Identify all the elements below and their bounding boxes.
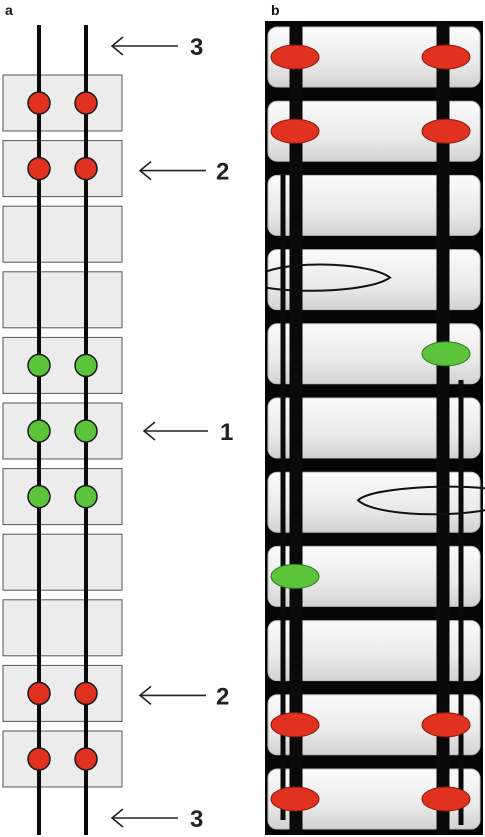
- panel-a-green-dot-left: [27, 484, 51, 509]
- panel-a-cell: [2, 468, 123, 526]
- panel-b: [265, 21, 485, 835]
- panel-b-cell: [267, 323, 481, 385]
- callout-label: 2: [216, 683, 229, 710]
- callout-label: 2: [216, 159, 229, 186]
- panel-a-green-dot-right: [74, 353, 98, 378]
- panel-b-label: b: [271, 2, 280, 18]
- callout-arrow-head: [138, 685, 152, 706]
- panel-a-green-dot-left: [27, 353, 51, 378]
- panel-a-red-dot-left: [27, 747, 51, 771]
- callout-label: 1: [220, 419, 233, 446]
- panel-b-red-marker-left: [270, 786, 320, 812]
- callout-label: 3: [190, 806, 203, 833]
- panel-a-green-dot-left: [27, 419, 51, 443]
- panel-a: 3 2 1 2 3: [2, 25, 233, 835]
- panel-a-green-dot-right: [74, 419, 98, 443]
- panel-a-cell: [2, 336, 123, 394]
- panel-b-red-marker-right: [421, 712, 471, 738]
- panel-b-open-loop-right: [356, 485, 485, 516]
- panel-a-green-dot-right: [74, 484, 98, 509]
- panel-a-cell: [2, 74, 123, 132]
- panel-a-cell: [2, 730, 123, 788]
- panel-a-red-dot-right: [74, 156, 98, 181]
- callout-arrow-head: [138, 160, 152, 181]
- panel-a-red-dot-right: [74, 681, 98, 706]
- panel-a-cell: [2, 140, 123, 198]
- panel-a-red-dot-left: [27, 681, 51, 706]
- panel-a-cell: [2, 533, 123, 591]
- panel-a-cell: [2, 664, 123, 722]
- panel-b-red-marker-left: [270, 44, 320, 70]
- panel-b-cell: [267, 26, 481, 88]
- panel-b-green-marker-left: [270, 563, 320, 589]
- panel-a-cell: [2, 402, 123, 460]
- panel-a-red-dot-left: [27, 91, 51, 115]
- panel-a-label: a: [5, 2, 13, 18]
- panel-b-cell: [267, 620, 481, 682]
- panel-b-red-marker-left: [270, 712, 320, 738]
- callout-arrow-head: [110, 808, 124, 828]
- panel-b-red-marker-right: [421, 786, 471, 812]
- panel-a-red-dot-right: [74, 747, 98, 771]
- panel-b-red-marker-right: [421, 118, 471, 144]
- panel-b-cell: [267, 397, 481, 459]
- panel-b-open-loop-left: [265, 263, 392, 292]
- callout-arrow-head: [142, 421, 156, 441]
- panel-a-cell: [2, 205, 123, 263]
- panel-b-red-marker-left: [270, 118, 320, 144]
- panel-b-cell: [267, 174, 481, 236]
- panel-a-red-dot-left: [27, 156, 51, 181]
- panel-a-red-dot-right: [74, 91, 98, 115]
- panel-b-green-marker-right: [421, 341, 471, 367]
- panel-a-cell: [2, 599, 123, 657]
- panel-b-cell: [267, 694, 481, 756]
- panel-a-cell: [2, 271, 123, 329]
- callout-label: 3: [190, 34, 203, 61]
- panel-b-red-marker-right: [421, 44, 471, 70]
- callout-arrow-head: [110, 36, 124, 56]
- panel-b-cell: [267, 100, 481, 162]
- panel-b-cell: [267, 545, 481, 607]
- panel-b-cell: [267, 768, 481, 830]
